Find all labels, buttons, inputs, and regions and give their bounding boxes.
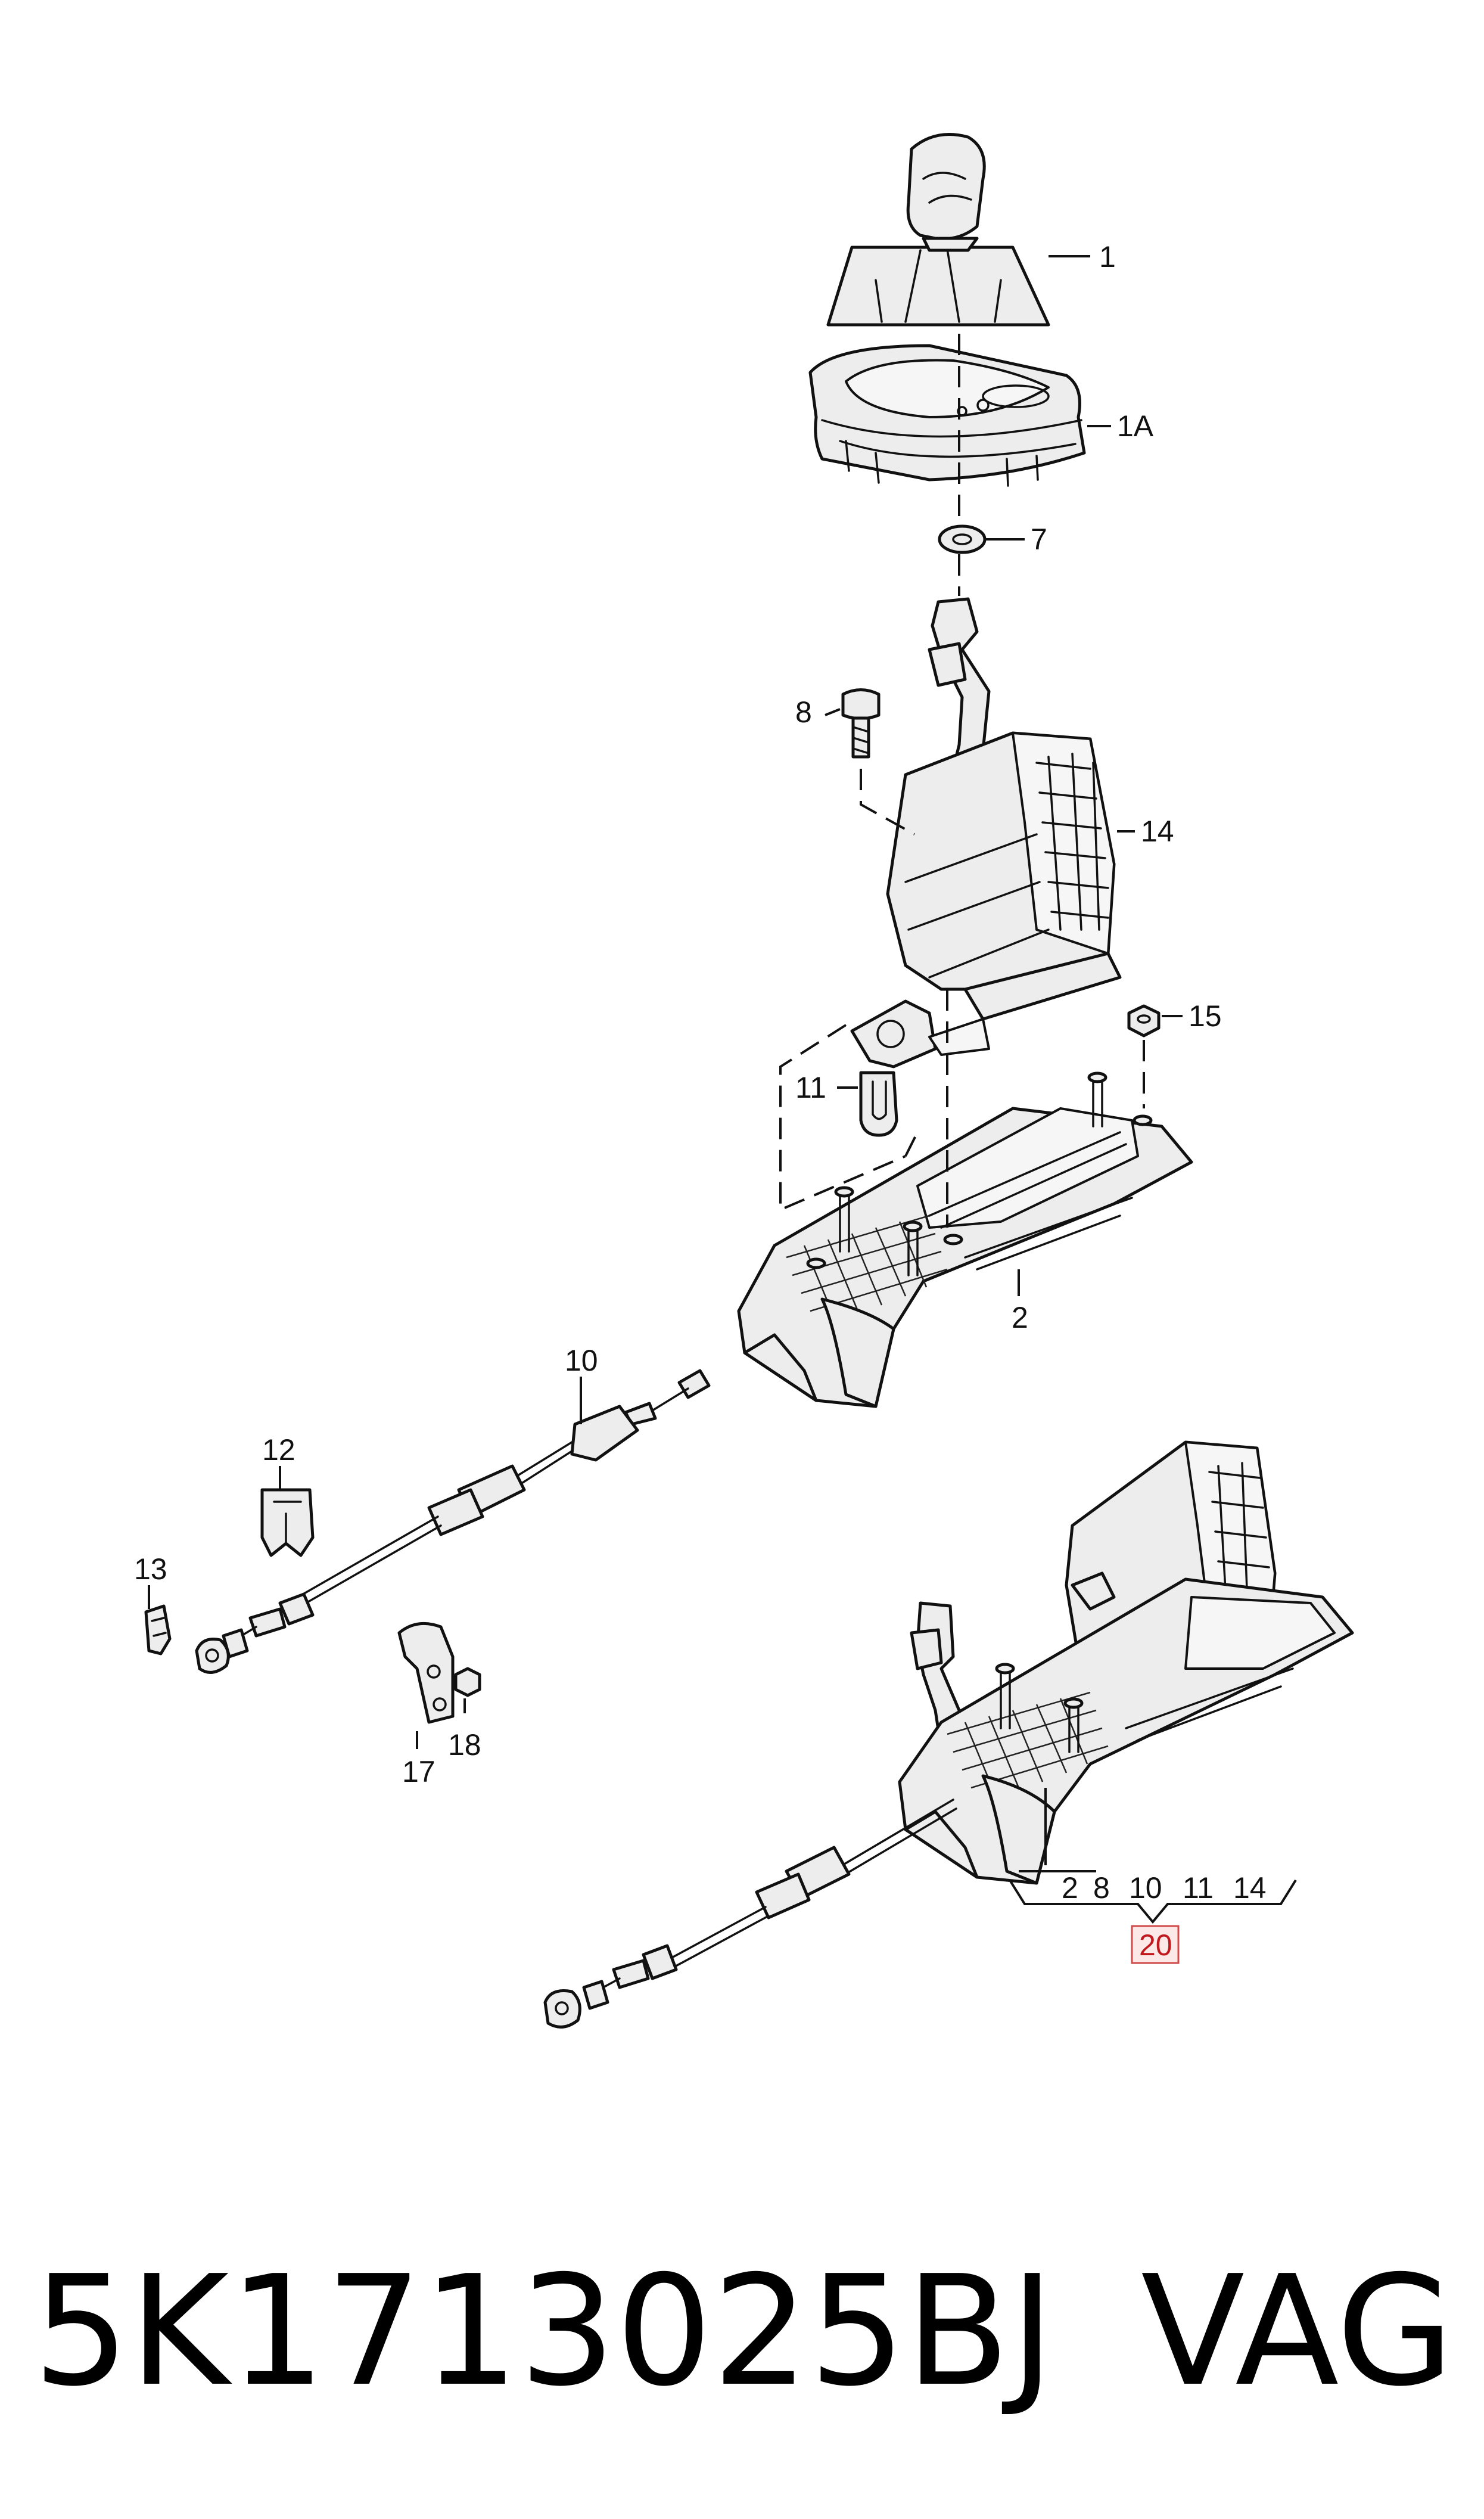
- housing-studs: [806, 1071, 1153, 1276]
- group-callout-2: 2: [1062, 1871, 1078, 1905]
- selector-assembly-complete: [543, 1440, 1354, 2029]
- callout-1a: 1A: [1117, 409, 1154, 443]
- callout-14: 14: [1141, 815, 1174, 848]
- callout-11: 11: [795, 1071, 826, 1104]
- brand-name: VAG: [1141, 2243, 1454, 2420]
- callout-18: 18: [448, 1728, 481, 1762]
- assembly-grid: [947, 1691, 1109, 1794]
- retaining-clip: [859, 1071, 898, 1137]
- callout-15: 15: [1189, 999, 1222, 1033]
- callout-20-highlight: [1131, 1925, 1180, 1964]
- selector-cable: [195, 1369, 711, 1674]
- group-callout-14: 14: [1233, 1871, 1267, 1905]
- group-callout-11: 11: [1183, 1871, 1214, 1905]
- housing-grid: [786, 1215, 948, 1318]
- callout-labels: 1 1A 7 8 14 15 11 2 10 12 13 17 18 2 8 1…: [134, 240, 1267, 1964]
- cable-bracket: [397, 1622, 455, 1724]
- callout-1: 1: [1099, 240, 1116, 274]
- gear-knob-with-boot: [826, 133, 1050, 327]
- part-number: 5K1713025BJ: [33, 2243, 1054, 2420]
- callout-2: 2: [1012, 1301, 1028, 1334]
- bolt: [841, 688, 881, 759]
- shifter-housing-base: [737, 1071, 1193, 1408]
- callout-8: 8: [795, 695, 812, 729]
- leader-lines: [148, 255, 1183, 1872]
- callout-20: 20: [1139, 1928, 1172, 1962]
- bracket-nut: [454, 1667, 481, 1697]
- callout-17: 17: [402, 1755, 435, 1788]
- callout-12: 12: [262, 1433, 295, 1467]
- callout-13: 13: [134, 1552, 167, 1586]
- group-callout-10: 10: [1129, 1871, 1162, 1905]
- spring-clip: [144, 1604, 172, 1655]
- gear-selector-mechanism: [850, 597, 1122, 1069]
- alignment-lines: [779, 334, 1145, 1228]
- callout-7: 7: [1031, 523, 1047, 556]
- cable-bracket-clip: [260, 1488, 315, 1557]
- shifter-trim-cover: [808, 344, 1086, 487]
- group-callout-8: 8: [1093, 1871, 1110, 1905]
- group-bracket: [1009, 1879, 1297, 1924]
- nut: [1127, 1004, 1161, 1038]
- washer: [938, 524, 987, 554]
- callout-10: 10: [565, 1344, 598, 1377]
